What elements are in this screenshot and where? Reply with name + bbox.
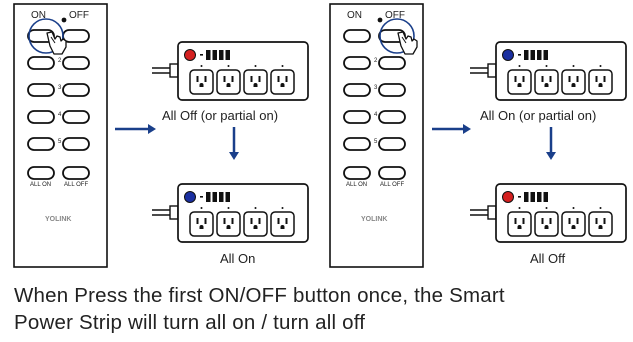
- status-led-icon: [184, 49, 196, 61]
- right-bottom-strip-caption: All Off: [530, 251, 566, 266]
- usb-port-icon: [206, 192, 211, 202]
- channel-number: 2: [374, 58, 378, 64]
- channel-number: 2: [58, 58, 62, 64]
- usb-port-icon: [537, 192, 542, 202]
- right-bottom-power-strip: [470, 183, 627, 243]
- outlet-icon: [189, 64, 214, 95]
- right-top-power-strip: [470, 41, 627, 101]
- status-led-icon: [502, 191, 514, 203]
- right-remote: [329, 3, 424, 268]
- usb-port-icon: [225, 50, 230, 60]
- outlet-icon: [534, 206, 559, 237]
- outlet-icon: [243, 206, 268, 237]
- outlet-icon: [216, 206, 241, 237]
- all-off-label: ALL OFF: [380, 182, 405, 188]
- usb-port-icon: [212, 192, 217, 202]
- status-led-icon: [184, 191, 196, 203]
- left-top-strip-caption: All Off (or partial on): [162, 108, 279, 123]
- usb-port-icon: [212, 50, 217, 60]
- usb-port-icon: [530, 192, 535, 202]
- usb-port-icon: [524, 50, 529, 60]
- highlight-circle: [379, 18, 415, 54]
- channel-number: 4: [374, 112, 378, 118]
- outlet-icon: [561, 64, 586, 95]
- channel-number: 5: [58, 139, 62, 145]
- caption-line-2: Power Strip will turn all on / turn all …: [14, 311, 366, 334]
- usb-port-icon: [530, 50, 535, 60]
- arrows: [115, 124, 556, 160]
- outlet-icon: [561, 206, 586, 237]
- highlight-circle: [28, 18, 64, 54]
- brand-logo: YOLINK: [361, 216, 388, 223]
- usb-port-icon: [543, 192, 548, 202]
- outlet-icon: [270, 64, 295, 95]
- left-top-power-strip: [152, 41, 309, 101]
- usb-port-icon: [206, 50, 211, 60]
- remote-led-icon: [377, 17, 383, 23]
- status-led-icon: [502, 49, 514, 61]
- outlet-icon: [507, 64, 532, 95]
- outlet-icon: [588, 64, 613, 95]
- channel-number: 4: [58, 112, 62, 118]
- remote-led-icon: [61, 17, 67, 23]
- usb-port-icon: [537, 50, 542, 60]
- all-off-label: ALL OFF: [64, 182, 89, 188]
- outlet-icon: [216, 64, 241, 95]
- outlet-icon: [534, 64, 559, 95]
- left-remote: [13, 3, 108, 268]
- usb-port-icon: [524, 192, 529, 202]
- remote-on-label: ON: [31, 10, 46, 21]
- caption-line-1: When Press the first ON/OFF button once,…: [14, 284, 505, 307]
- channel-number: 3: [58, 85, 62, 91]
- outlet-icon: [189, 206, 214, 237]
- channel-number: 3: [374, 85, 378, 91]
- pointing-hand-icon: [397, 31, 418, 55]
- left-bottom-strip-caption: All On: [220, 251, 256, 266]
- usb-port-icon: [225, 192, 230, 202]
- pointing-hand-icon: [46, 31, 67, 55]
- all-on-label: ALL ON: [346, 182, 368, 188]
- all-on-label: ALL ON: [30, 182, 52, 188]
- power-plug-icon: [487, 205, 497, 220]
- remote-on-label: ON: [347, 10, 362, 21]
- power-plug-icon: [169, 205, 179, 220]
- outlet-icon: [507, 206, 532, 237]
- right-top-strip-caption: All On (or partial on): [480, 108, 597, 123]
- remote-off-label: OFF: [385, 10, 405, 21]
- usb-port-icon: [543, 50, 548, 60]
- remote-off-label: OFF: [69, 10, 89, 21]
- outlet-icon: [243, 64, 268, 95]
- usb-port-icon: [219, 50, 224, 60]
- left-bottom-power-strip: [152, 183, 309, 243]
- usb-port-icon: [219, 192, 224, 202]
- power-plug-icon: [487, 63, 497, 78]
- power-plug-icon: [169, 63, 179, 78]
- brand-logo: YOLINK: [45, 216, 72, 223]
- outlet-icon: [270, 206, 295, 237]
- outlet-icon: [588, 206, 613, 237]
- channel-number: 5: [374, 139, 378, 145]
